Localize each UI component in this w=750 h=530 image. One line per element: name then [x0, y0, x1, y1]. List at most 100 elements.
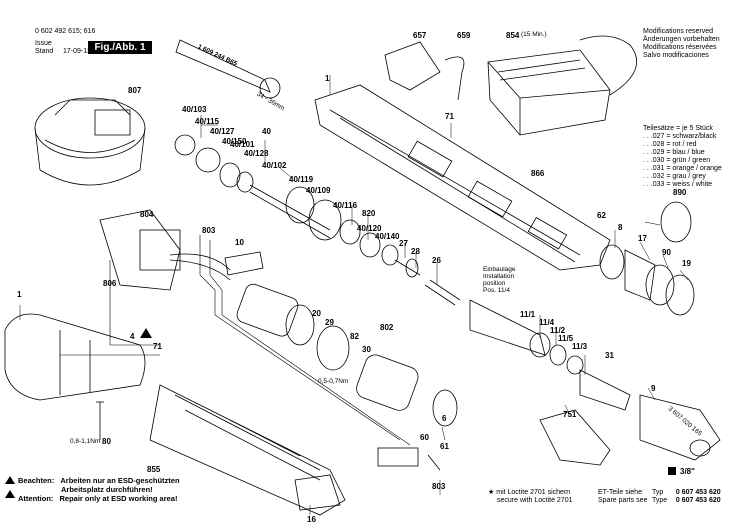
part-label: 62	[597, 211, 606, 220]
part-label: 820	[362, 209, 376, 218]
part-label: 27	[399, 239, 408, 248]
part-label: 6	[442, 414, 447, 423]
esd-warning: Beachten: Arbeiten nur an ESD-geschützte…	[18, 476, 180, 503]
part-label: 40/102	[262, 161, 287, 170]
part-label: 80	[102, 437, 111, 446]
attention-text: Repair only at ESD working area!	[59, 494, 178, 503]
part-label: 1	[17, 290, 22, 299]
bottom-cover-drawing	[294, 474, 341, 511]
ring-parts-drawing	[599, 201, 695, 316]
install-line: Einbaulage	[483, 266, 516, 273]
parts-sets-note: Teilesätze = je 5 Stück . . .027 = schwa…	[643, 125, 722, 189]
part-label: 854	[506, 31, 520, 40]
part-label: 40/120	[357, 224, 382, 233]
sets-item: . . .028 = rot / red	[643, 141, 697, 148]
part-label: 11/5	[558, 334, 574, 343]
part-label: 40/115	[195, 117, 220, 126]
part-label: 71	[153, 342, 162, 351]
spare-label: Spare parts see	[598, 497, 648, 504]
part-label: 60	[420, 433, 429, 442]
sets-item: . . .027 = schwarz/black	[643, 133, 717, 140]
part-label: 40/127	[210, 127, 235, 136]
sets-item: . . .031 = orange / orange	[643, 165, 722, 172]
mod-line-2: Änderungen vorbehalten	[643, 36, 720, 43]
part-label: 11/2	[550, 326, 566, 335]
issue-date: 17-09-13	[62, 48, 91, 55]
angle-head-drawing	[639, 394, 721, 461]
battery-cap-drawing	[384, 41, 465, 101]
part-label: 17	[638, 234, 647, 243]
install-line: Installation	[483, 273, 515, 280]
size-label: 3/8"	[680, 467, 695, 476]
part-label: 807	[128, 86, 142, 95]
sets-item: . . .029 = blau / blue	[643, 149, 705, 156]
modifications-note: Modifications reserved Änderungen vorbeh…	[643, 28, 720, 60]
sets-item: . . .033 = weiss / white	[643, 181, 713, 188]
part-label: 82	[350, 332, 359, 341]
part-label: 802	[380, 323, 394, 332]
type-number: 0 607 453 620	[675, 497, 721, 504]
part-label: 11/1	[520, 310, 536, 319]
connector-drawing	[224, 251, 264, 276]
spare-parts-note: ET-Teile siehe Typ 0 607 453 620 Spare p…	[598, 489, 721, 505]
part-label: 9	[651, 384, 656, 393]
part-label: 40/128	[244, 149, 269, 158]
esd-triangle-2	[5, 476, 15, 484]
beachten-line-1: Arbeiten nur an ESD-geschützten	[60, 476, 180, 485]
beachten-title: Beachten:	[18, 476, 55, 485]
lower-housing-drawing	[149, 384, 346, 516]
part-label: 40/103	[182, 105, 207, 114]
install-line: Pos. 11/4	[483, 287, 510, 294]
part-label: 30	[362, 345, 371, 354]
part-label: 11/3	[572, 342, 588, 351]
part-label: 40/119	[289, 175, 314, 184]
part-label: 29	[325, 318, 334, 327]
main-housing-drawing	[314, 84, 611, 271]
part-label: 40	[262, 127, 271, 136]
part-label: 40/150	[222, 137, 247, 146]
part-label: 803	[432, 482, 446, 491]
charger-time: (15 Min.)	[521, 31, 547, 38]
part-label: 61	[440, 442, 449, 451]
battery-pack-drawing	[34, 97, 146, 186]
part-label: 40/140	[375, 232, 400, 241]
part-label: 19	[682, 259, 691, 268]
black-square	[668, 467, 676, 475]
gearbox-drawing	[174, 134, 421, 278]
leader-lines	[19, 75, 689, 515]
stand-label: Stand	[35, 48, 54, 55]
part-label: 40/116	[333, 201, 358, 210]
angle-cover-drawing	[539, 409, 611, 466]
part-label: 20	[312, 309, 321, 318]
esd-triangle-1	[140, 328, 152, 338]
part-label: 8	[618, 223, 623, 232]
screw-drawing	[96, 401, 104, 440]
part-label: 40/109	[306, 186, 331, 195]
part-label: 11/4	[539, 318, 555, 327]
torque-80: 0,8-1,1Nm	[70, 438, 101, 445]
electronics-module-drawing	[99, 209, 231, 291]
part-label: 855	[147, 465, 161, 474]
et-label: ET-Teile siehe	[598, 489, 642, 496]
loctite-line-2: secure with Loctite 2701	[497, 497, 573, 504]
handle-housing-drawing	[4, 313, 146, 401]
charger-drawing	[487, 35, 638, 136]
part-label: 751	[563, 410, 577, 419]
part-label: 4	[130, 332, 135, 341]
part-label: 866	[531, 169, 545, 178]
part-label: 40/101	[230, 140, 255, 149]
part-label: 26	[432, 256, 441, 265]
mod-line-1: Modifications reserved	[643, 28, 714, 35]
install-line: position	[483, 280, 506, 287]
sets-item: . . .030 = grün / green	[643, 157, 711, 164]
beachten-line-2: Arbeitsplatz durchführen!	[61, 485, 153, 494]
switch-parts-drawing	[377, 447, 441, 471]
doc-header: 0 602 492 615; 616 Issue Stand 17-09-13	[35, 28, 95, 56]
part-label: 890	[673, 188, 687, 197]
part-label: 71	[445, 112, 454, 121]
typ-label: Typ	[651, 489, 664, 496]
part-label: 804	[140, 210, 154, 219]
installation-note: Einbaulage Installation position Pos. 11…	[483, 266, 516, 294]
part-label: 657	[413, 31, 427, 40]
torque-82: 0,5-0,7Nm	[318, 378, 349, 385]
